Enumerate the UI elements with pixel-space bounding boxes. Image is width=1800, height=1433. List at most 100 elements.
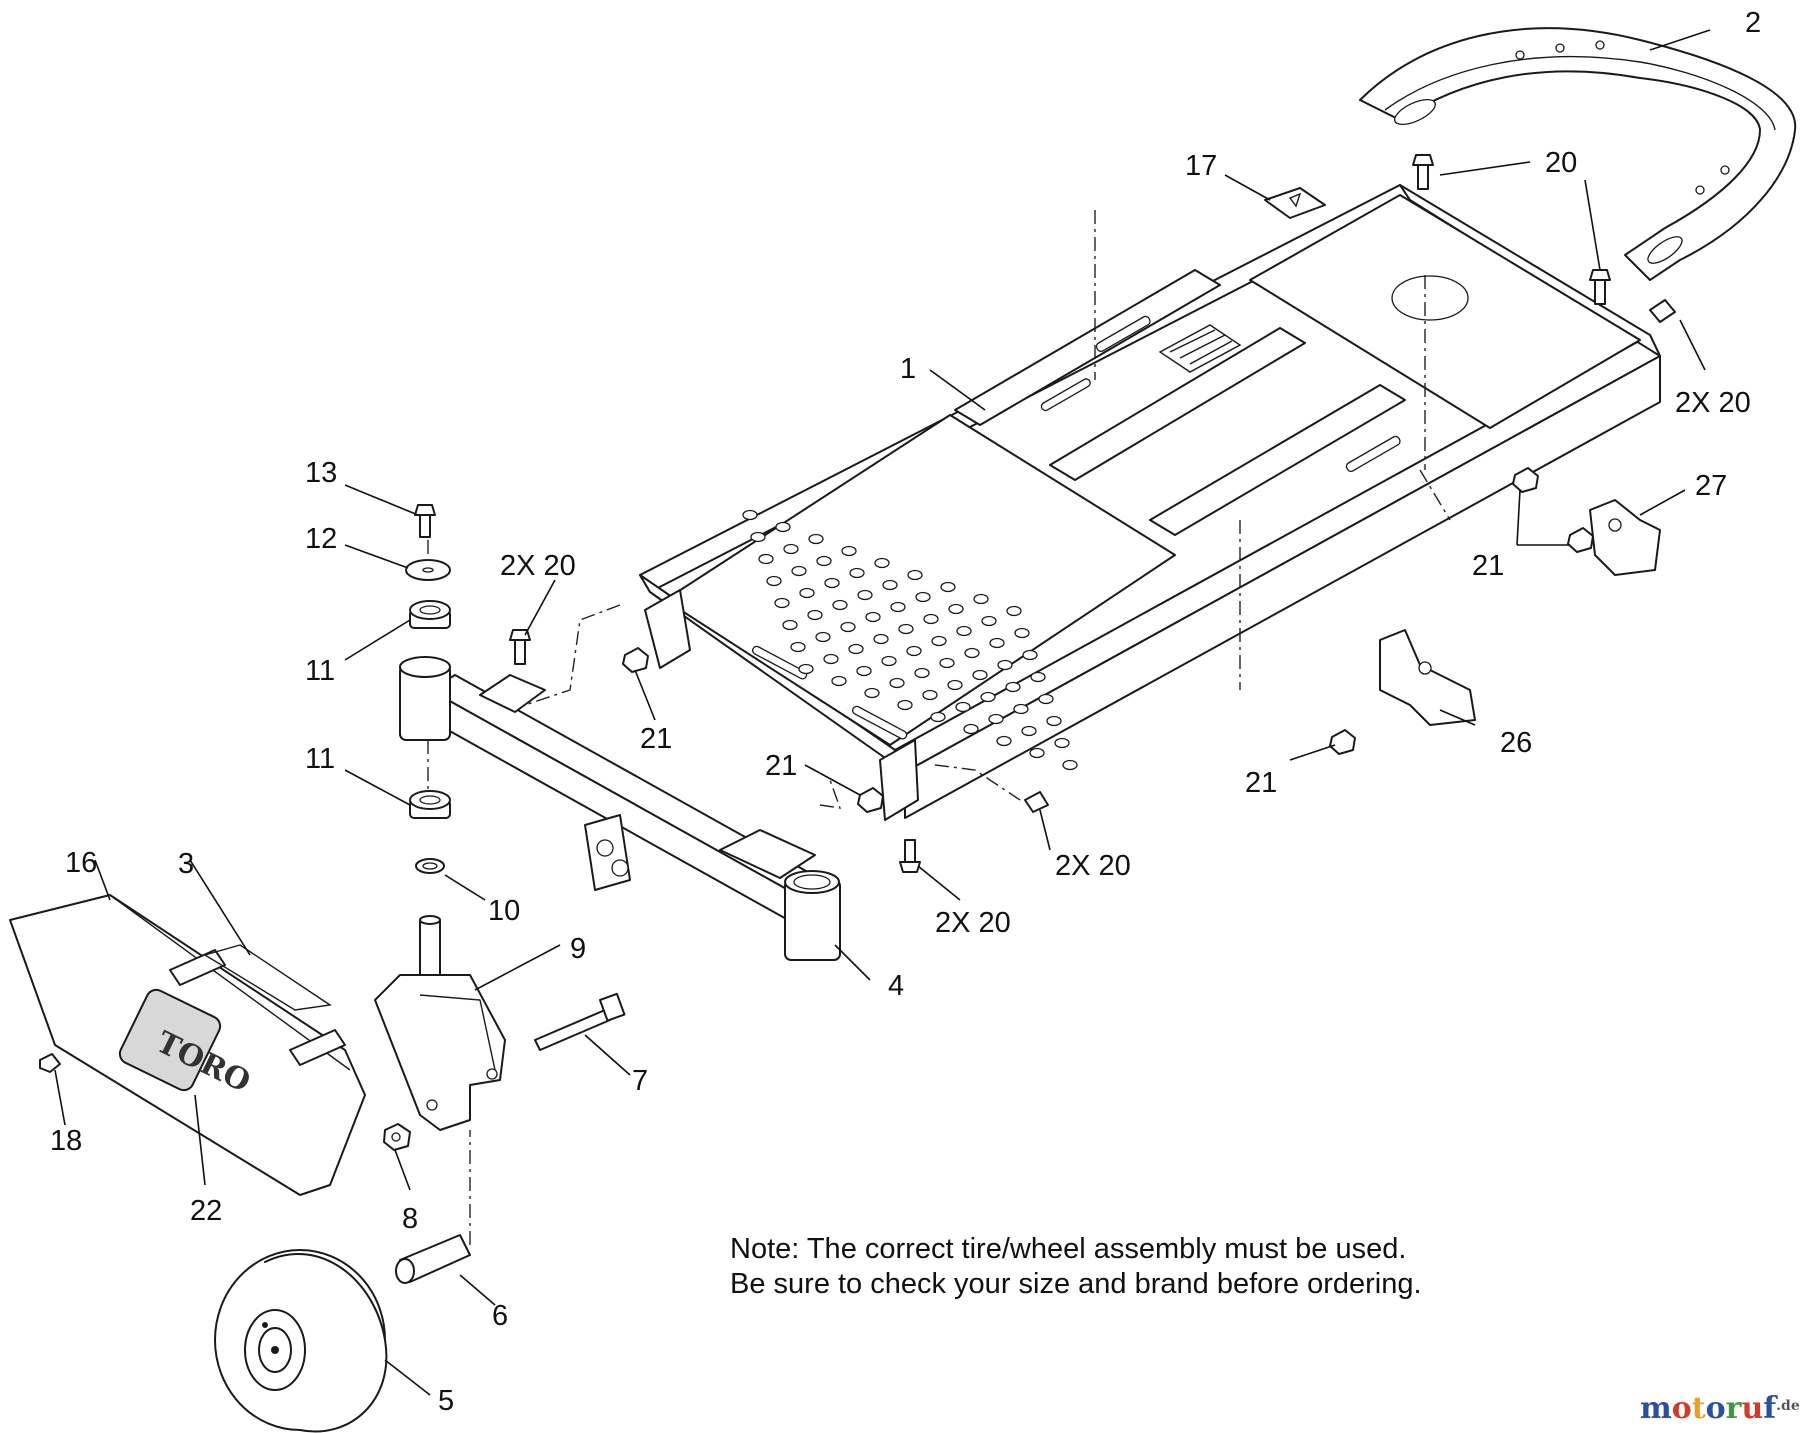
floor-hole-pattern	[742, 509, 1078, 771]
floor-hole	[890, 601, 906, 613]
floor-hole	[955, 701, 971, 713]
callout-18: 18	[50, 1125, 82, 1157]
floor-hole	[816, 555, 832, 567]
floor-hole	[948, 603, 964, 615]
floor-hole	[808, 533, 824, 545]
floor-hole	[1062, 759, 1078, 771]
floor-hole	[807, 609, 823, 621]
floor-hole	[1046, 715, 1062, 727]
callout-20: 20	[1545, 147, 1577, 179]
watermark-letter: r	[1726, 1391, 1743, 1426]
nut-21	[1329, 729, 1356, 755]
floor-hole	[906, 645, 922, 657]
floor-hole	[864, 687, 880, 699]
floor-hole	[889, 677, 905, 689]
floor-hole	[857, 589, 873, 601]
callout-10: 10	[488, 895, 520, 927]
watermark-letter: o	[1672, 1391, 1692, 1426]
floor-hole	[914, 667, 930, 679]
floor-hole	[930, 711, 946, 723]
floor-hole	[849, 567, 865, 579]
floor-hole	[775, 521, 791, 533]
floor-hole	[997, 659, 1013, 671]
floor-hole	[832, 599, 848, 611]
callout-12: 12	[305, 523, 337, 555]
callout-11-bottom: 11	[305, 743, 335, 775]
floor-hole	[823, 653, 839, 665]
watermark-letter: m	[1640, 1391, 1672, 1426]
nut-21	[622, 647, 649, 673]
decal-17	[1264, 187, 1326, 219]
main-frame	[509, 184, 1661, 821]
callout-13: 13	[305, 457, 337, 489]
floor-hole	[1014, 627, 1030, 639]
spindle-stack	[405, 504, 451, 874]
floor-hole	[742, 509, 758, 521]
callout-21-bottom: 21	[1245, 767, 1277, 799]
floor-hole	[783, 543, 799, 555]
callout-17: 17	[1185, 150, 1217, 182]
callout-1: 1	[900, 353, 916, 385]
floor-hole	[841, 545, 857, 557]
floor-hole	[848, 643, 864, 655]
note-line-1: Note: The correct tire/wheel assembly mu…	[730, 1233, 1406, 1265]
ordering-note: Note: The correct tire/wheel assembly mu…	[730, 1233, 1422, 1300]
nut-21	[1512, 467, 1539, 493]
decal	[203, 944, 332, 1011]
floor-hole	[1005, 681, 1021, 693]
floor-hole	[865, 611, 881, 623]
floor-hole	[873, 633, 889, 645]
callout-27: 27	[1695, 470, 1727, 502]
callout-2x20-rear-right: 2X 20	[1055, 850, 1131, 882]
callout-22: 22	[190, 1195, 222, 1227]
floor-hole	[782, 619, 798, 631]
callout-2x20-axle: 2X 20	[500, 550, 576, 582]
floor-hole	[881, 655, 897, 667]
rops-handle	[1359, 27, 1797, 281]
floor-hole	[947, 679, 963, 691]
floor-hole	[972, 669, 988, 681]
lock-nut	[383, 1123, 411, 1151]
callout-7: 7	[632, 1065, 648, 1097]
floor-hole	[1038, 693, 1054, 705]
caster-fork	[374, 915, 506, 1131]
floor-hole	[915, 591, 931, 603]
floor-hole	[798, 663, 814, 675]
front-shield: TORO	[9, 894, 366, 1196]
hardware	[509, 154, 1676, 873]
floor-hole	[750, 531, 766, 543]
callout-21-right: 21	[1472, 550, 1504, 582]
callout-2x20-front: 2X 20	[1675, 387, 1751, 419]
floor-hole	[907, 569, 923, 581]
floor-hole	[824, 577, 840, 589]
wheel-spacer	[395, 1130, 471, 1284]
bracket-27	[1589, 499, 1661, 576]
floor-hole	[963, 723, 979, 735]
floor-hole	[931, 635, 947, 647]
front-axle-beam	[399, 656, 841, 961]
caster-wheel	[214, 1249, 388, 1433]
callout-9: 9	[570, 933, 586, 965]
callout-4: 4	[888, 970, 904, 1002]
bolt-20	[1649, 299, 1676, 323]
bolt-20	[1412, 154, 1434, 190]
bolt-20	[1024, 791, 1049, 813]
floor-hole	[956, 625, 972, 637]
floor-hole	[989, 637, 1005, 649]
floor-hole	[831, 675, 847, 687]
bolt-20	[509, 629, 531, 665]
callout-8: 8	[402, 1203, 418, 1235]
floor-hole	[973, 593, 989, 605]
floor-hole	[922, 689, 938, 701]
axle-bolt	[534, 992, 626, 1051]
floor-hole	[980, 691, 996, 703]
callout-2: 2	[1745, 7, 1761, 39]
floor-hole	[799, 587, 815, 599]
callout-16: 16	[65, 847, 97, 879]
floor-hole	[964, 647, 980, 659]
floor-hole	[988, 713, 1004, 725]
floor-hole	[939, 657, 955, 669]
floor-hole	[766, 575, 782, 587]
note-line-2: Be sure to check your size and brand bef…	[730, 1268, 1422, 1300]
